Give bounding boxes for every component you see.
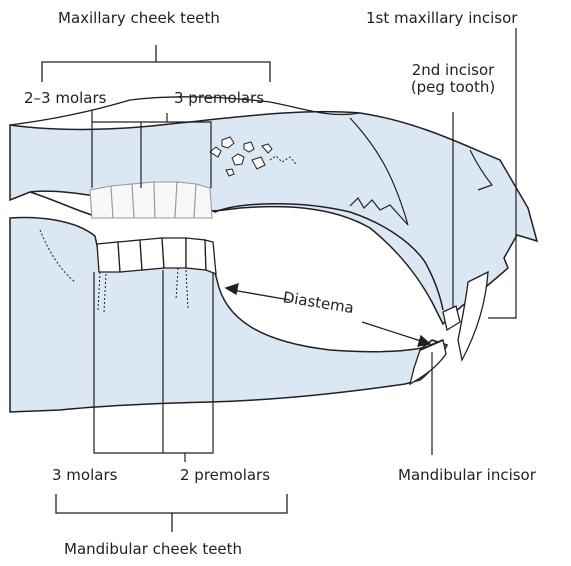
mandibular-cheek-teeth	[97, 238, 216, 274]
maxillary-bracket	[42, 45, 270, 82]
label-mandibular-incisor: Mandibular incisor	[398, 467, 536, 484]
label-second-incisor-line2: (peg tooth)	[398, 79, 508, 96]
maxillary-cheek-teeth	[90, 182, 212, 218]
label-upper-molars: 2–3 molars	[24, 90, 107, 107]
mandibular-bracket	[56, 494, 287, 532]
label-upper-premolars: 3 premolars	[174, 90, 264, 107]
mandible	[10, 218, 447, 412]
label-second-incisor-line1: 2nd incisor	[398, 62, 508, 79]
label-first-maxillary-incisor: 1st maxillary incisor	[366, 10, 517, 27]
label-second-incisor: 2nd incisor (peg tooth)	[398, 62, 508, 97]
label-lower-molars: 3 molars	[52, 467, 117, 484]
label-lower-premolars: 2 premolars	[180, 467, 270, 484]
label-maxillary-cheek-teeth: Maxillary cheek teeth	[58, 10, 220, 27]
label-mandibular-cheek-teeth: Mandibular cheek teeth	[64, 541, 242, 558]
